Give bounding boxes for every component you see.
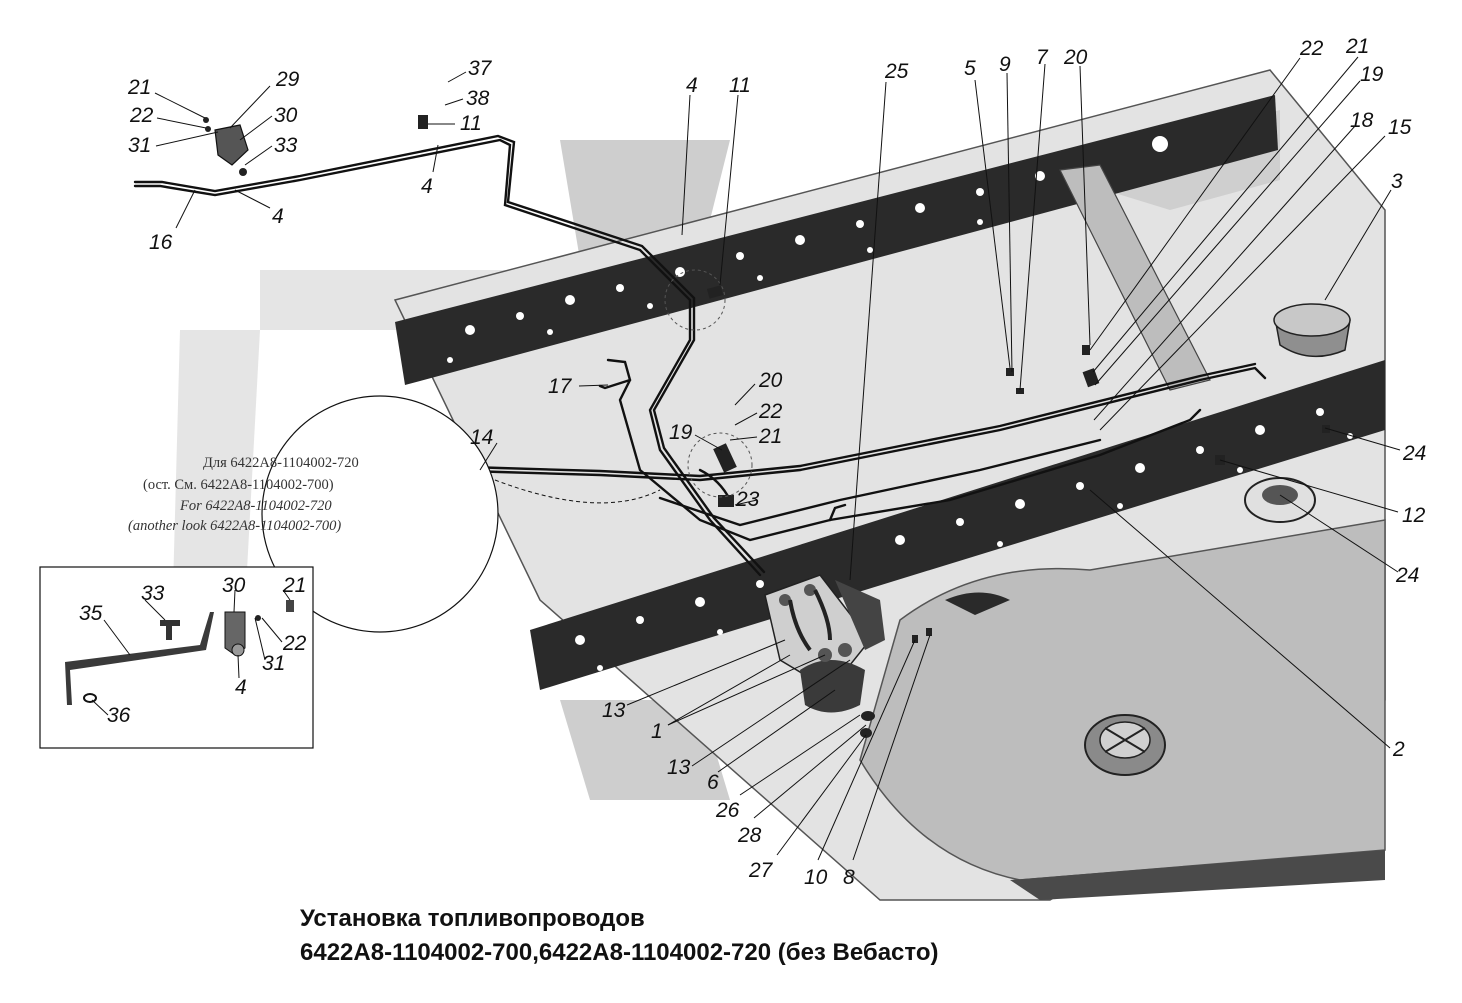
callout-label: 4 — [686, 74, 698, 97]
callout-label: 18 — [1350, 109, 1374, 132]
alternate-version-note: Для 6422А8-1104002-720 (ост. См. 6422А8-… — [128, 455, 359, 534]
callout-label: 21 — [127, 76, 151, 99]
callout-label: 7 — [1036, 46, 1049, 69]
callout-label: 11 — [460, 112, 482, 135]
fuel-lines — [133, 134, 1267, 577]
callout-label: 24 — [1395, 564, 1419, 587]
callout-label: 37 — [468, 57, 493, 80]
callout-label: 25 — [884, 60, 909, 83]
callout-label: 22 — [758, 400, 783, 423]
note-ru-line-1: Для 6422А8-1104002-720 — [203, 455, 359, 471]
filter-housing — [1273, 303, 1351, 358]
callout-label: 24 — [1402, 442, 1426, 465]
callout-label: 4 — [421, 175, 433, 198]
leader-lines — [91, 56, 1401, 861]
callout-label: 27 — [748, 859, 774, 882]
callout-label: 3 — [1391, 170, 1403, 193]
diagram-caption: Установка топливопроводов 6422А8-1104002… — [300, 902, 938, 970]
callout-label: 35 — [79, 602, 103, 625]
callout-label: 13 — [667, 756, 691, 779]
callout-label: 21 — [758, 425, 782, 448]
caption-line-1: Установка топливопроводов — [300, 905, 645, 932]
callout-label: 29 — [275, 68, 300, 91]
note-en-line-1: For 6422A8-1104002-720 — [179, 498, 332, 514]
callout-label: 5 — [964, 57, 976, 80]
callout-label: 2 — [1392, 738, 1405, 761]
tank-cap — [1084, 714, 1166, 776]
callout-label: 21 — [1345, 35, 1369, 58]
alternate-version-callout — [261, 269, 753, 633]
callout-label: 8 — [843, 866, 855, 889]
callout-label: 30 — [222, 574, 246, 597]
pump-assembly — [764, 574, 885, 713]
callout-label: 14 — [470, 426, 493, 449]
callout-label: 23 — [735, 488, 760, 511]
callout-label: 33 — [274, 134, 298, 157]
part-callouts: 21 22 31 29 30 33 16 4 4 37 38 11 4 11 2… — [79, 35, 1426, 889]
callout-label: 28 — [737, 824, 762, 847]
callout-label: 10 — [804, 866, 828, 889]
callout-label: 22 — [1299, 37, 1324, 60]
note-en-line-2: (another look 6422A8-1104002-700) — [128, 518, 341, 534]
callout-label: 13 — [602, 699, 626, 722]
callout-label: 1 — [651, 720, 663, 743]
callout-label: 17 — [548, 375, 573, 398]
callout-label: 6 — [707, 771, 719, 794]
callout-label: 4 — [235, 676, 247, 699]
callout-label: 26 — [715, 799, 740, 822]
callout-label: 12 — [1402, 504, 1426, 527]
upper-frame-rail — [395, 95, 1278, 385]
callout-label: 33 — [141, 582, 165, 605]
callout-label: 31 — [262, 652, 285, 675]
callout-label: 22 — [282, 632, 307, 655]
callout-label: 38 — [466, 87, 490, 110]
callout-label: 36 — [107, 704, 131, 727]
inset-box — [39, 566, 314, 749]
callout-label: 20 — [1063, 46, 1088, 69]
clips — [418, 115, 1330, 738]
fuel-tank — [859, 519, 1386, 900]
callout-label: 16 — [149, 231, 173, 254]
cross-member — [1059, 164, 1211, 391]
note-ru-line-2: (ост. См. 6422А8-1104002-700) — [143, 477, 334, 493]
callout-label: 9 — [999, 53, 1011, 76]
callout-label: 30 — [274, 104, 298, 127]
callout-label: 22 — [129, 104, 154, 127]
detail-top-left — [203, 117, 249, 176]
callout-label: 11 — [729, 74, 751, 97]
callout-label: 4 — [272, 205, 284, 228]
lower-frame-rail — [530, 360, 1385, 690]
callout-label: 19 — [669, 421, 693, 444]
callout-label: 21 — [282, 574, 306, 597]
callout-label: 20 — [758, 369, 783, 392]
callout-label: 19 — [1360, 63, 1384, 86]
caption-line-2: 6422А8-1104002-700,6422А8-1104002-720 (б… — [300, 939, 939, 966]
callout-label: 15 — [1388, 116, 1412, 139]
callout-label: 31 — [128, 134, 151, 157]
